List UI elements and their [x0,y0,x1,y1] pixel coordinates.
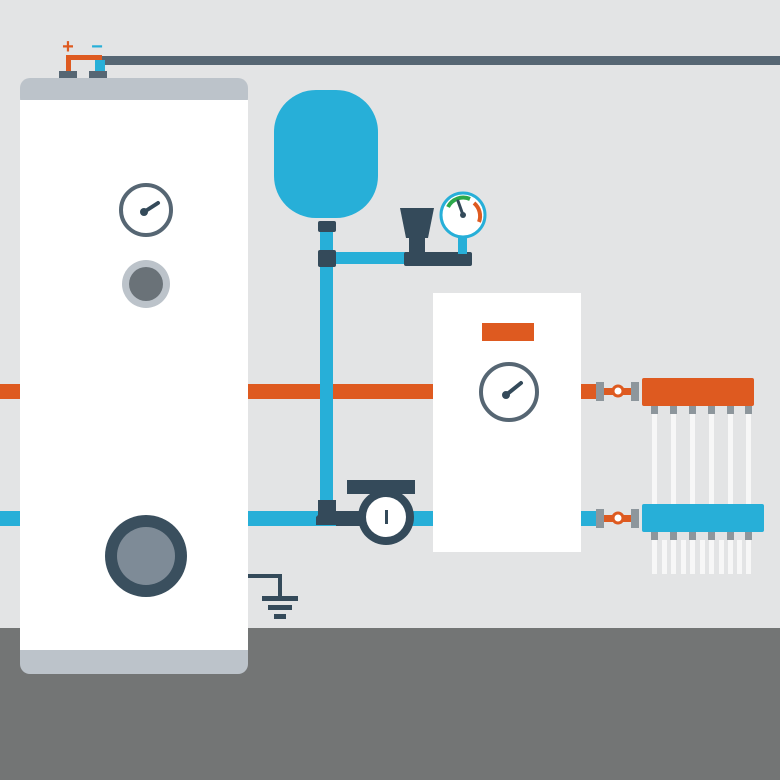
hot-pipe-main [246,384,436,399]
terminal-right [89,71,107,81]
safety-valve-stem [409,237,425,253]
riser-branch-to-gauge [330,252,410,264]
cold-pipe-left-stub [0,511,22,526]
cold-terminal-wire [95,60,105,71]
circulation-pump-icon [336,480,415,545]
supply-manifold-icon [642,378,754,414]
floor-heating-loops [652,414,751,574]
electric-terminals: + − [59,36,107,81]
cold-riser-pipe [320,225,333,515]
minus-sign: − [91,36,103,58]
pressure-gauge-icon [439,191,487,239]
pump-housing-top [347,480,415,494]
safety-valve-cup [400,208,434,238]
plus-sign: + [62,36,74,58]
valve-pipe-h [404,252,472,266]
top-conduit [100,56,780,65]
hot-terminal-wire-v [66,55,71,73]
hot-pipe-left-stub [0,384,22,399]
ground-symbol-icon [248,574,298,619]
expansion-vessel-icon [274,90,378,218]
terminal-left [59,71,77,81]
hot-terminal-wire-h [66,55,102,60]
return-manifold-icon [642,504,764,540]
riser-elbow-joint [316,500,336,525]
riser-tee-joint [318,250,336,267]
tank-heating-flange [105,515,187,597]
tank-thermometer-gauge [119,183,173,237]
safety-valve-group [400,208,472,266]
gauge-stem [458,236,467,254]
hot-pipe-boiler-out [580,384,600,399]
hot-supply-valve [596,382,639,401]
boiler-gauge [479,362,539,422]
pump-indicator [385,510,388,524]
hot-water-storage-tank-icon [20,78,248,674]
riser-joint-top [318,221,336,232]
pump-connector [336,511,360,526]
boiler-display-panel [482,323,534,341]
boiler-unit-icon [433,293,581,552]
cold-pipe-boiler-out [580,511,600,526]
tank-inspection-port [122,260,170,308]
cold-return-valve [596,509,639,528]
